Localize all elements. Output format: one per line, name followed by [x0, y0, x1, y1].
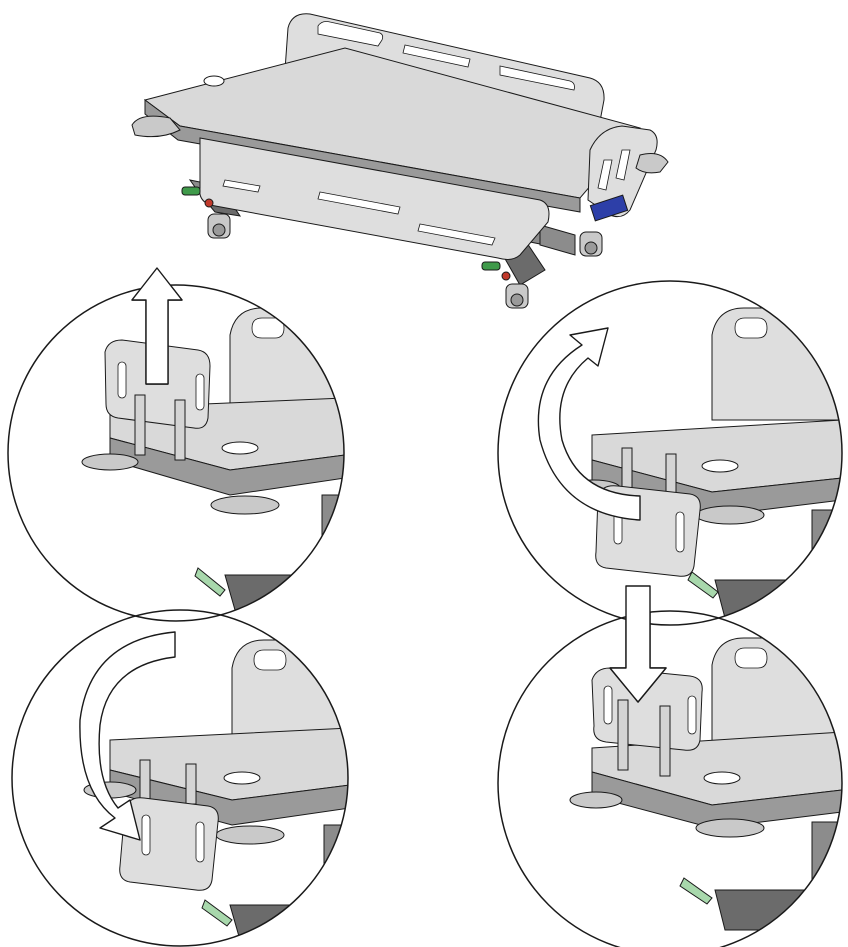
- side-rail-front: [199, 137, 550, 260]
- rail-slot: [402, 44, 471, 68]
- head-slot: [615, 149, 631, 181]
- wheel-back-right: [579, 231, 603, 257]
- bumper: [81, 453, 139, 471]
- arrow-curved-up-icon: [537, 327, 641, 521]
- brake-pedal: [481, 261, 511, 281]
- rail-slot: [317, 191, 401, 215]
- detail-circle-2: [11, 609, 349, 947]
- detail-step-1: [81, 285, 344, 611]
- bumper: [635, 153, 669, 174]
- detail-step-4: [569, 611, 842, 947]
- rail-slot: [317, 21, 384, 47]
- pole-hole: [203, 75, 225, 87]
- wheel-front-left: [505, 283, 529, 309]
- arrow-up-icon: [131, 267, 183, 385]
- rail-slot: [222, 179, 261, 193]
- arrow-down-icon: [609, 585, 667, 703]
- bumper: [131, 115, 181, 138]
- wheel-back-left: [207, 213, 231, 239]
- stretcher-overview: [131, 13, 669, 309]
- mattress-edge: [144, 99, 581, 213]
- column: [539, 224, 576, 256]
- rail-slot: [499, 65, 575, 91]
- bumper: [210, 495, 280, 515]
- head-slot: [597, 159, 613, 191]
- brake-pedal: [181, 186, 214, 208]
- rail-slot: [417, 223, 496, 246]
- detail-circle-1: [7, 284, 345, 622]
- rail-handle: [251, 317, 285, 339]
- arrow-curved-down-icon: [79, 631, 176, 841]
- control-box: [589, 194, 629, 222]
- bracket: [134, 394, 146, 456]
- detail-step-2: [79, 631, 348, 946]
- bracket: [174, 399, 186, 461]
- detail-step-3: [537, 307, 842, 625]
- detail-circle-4: [497, 610, 843, 947]
- detail-circle-3: [497, 280, 843, 626]
- pedal: [194, 567, 226, 597]
